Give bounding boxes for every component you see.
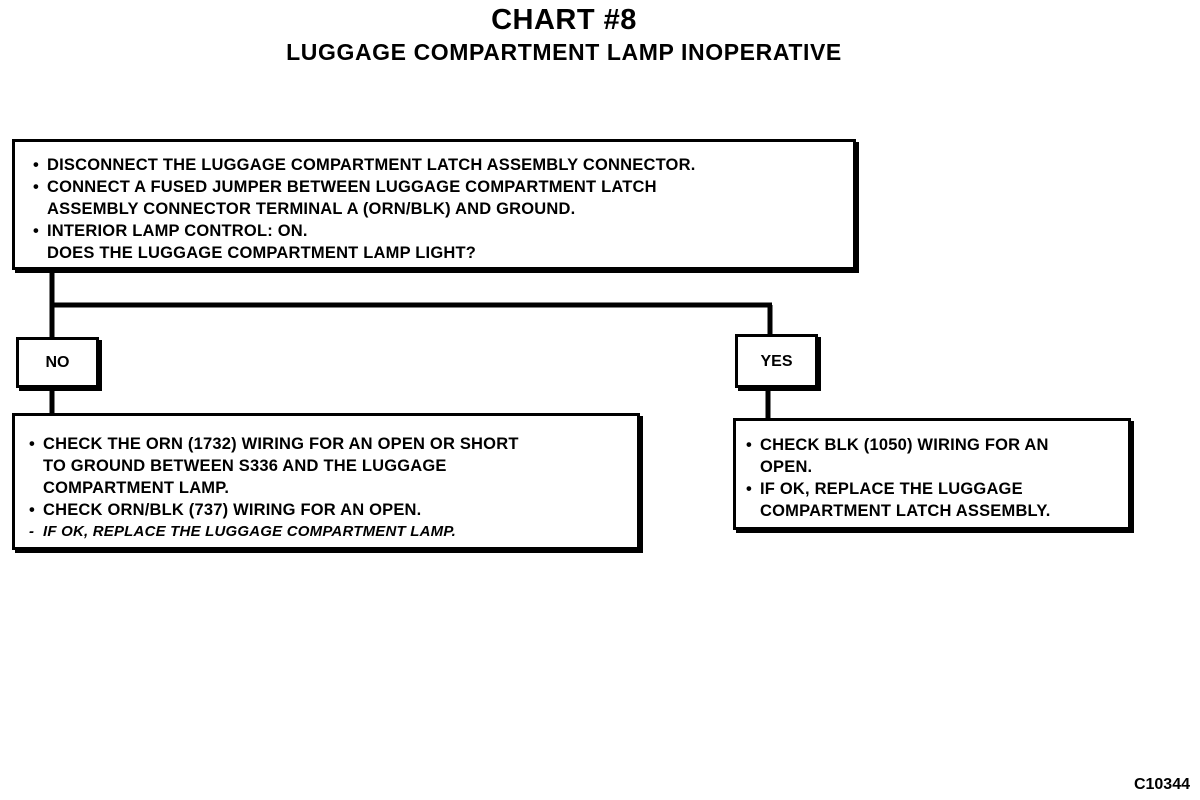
yes-action-box: •CHECK BLK (1050) WIRING FOR AN OPEN. •I… — [733, 418, 1131, 530]
no-action-item: -IF OK, REPLACE THE LUGGAGE COMPARTMENT … — [29, 523, 456, 540]
no-action-item: TO GROUND BETWEEN S336 AND THE LUGGAGE — [43, 457, 447, 475]
start-step-item: •CONNECT A FUSED JUMPER BETWEEN LUGGAGE … — [33, 178, 657, 196]
start-step-item: •INTERIOR LAMP CONTROL: ON. — [33, 222, 308, 240]
start-step-list: •DISCONNECT THE LUGGAGE COMPARTMENT LATC… — [33, 154, 853, 264]
start-step-item: •DISCONNECT THE LUGGAGE COMPARTMENT LATC… — [33, 156, 696, 174]
figure-id: C10344 — [1133, 776, 1190, 793]
start-step-item: ASSEMBLY CONNECTOR TERMINAL A (ORN/BLK) … — [47, 200, 576, 218]
yes-action-item: OPEN. — [760, 458, 813, 476]
chart-title: CHART #8 — [491, 4, 637, 36]
yes-branch-label: YES — [735, 334, 818, 388]
no-action-item: •CHECK THE ORN (1732) WIRING FOR AN OPEN… — [29, 435, 519, 453]
no-action-box: •CHECK THE ORN (1732) WIRING FOR AN OPEN… — [12, 413, 640, 550]
yes-action-list: •CHECK BLK (1050) WIRING FOR AN OPEN. •I… — [746, 434, 1128, 522]
no-branch-label: NO — [16, 337, 99, 388]
yes-action-item: •IF OK, REPLACE THE LUGGAGE — [746, 480, 1023, 498]
yes-action-item: •CHECK BLK (1050) WIRING FOR AN — [746, 436, 1049, 454]
no-action-item: COMPARTMENT LAMP. — [43, 479, 230, 497]
no-action-item: •CHECK ORN/BLK (737) WIRING FOR AN OPEN. — [29, 501, 422, 519]
yes-action-item: COMPARTMENT LATCH ASSEMBLY. — [760, 502, 1051, 520]
chart-subtitle: LUGGAGE COMPARTMENT LAMP INOPERATIVE — [286, 39, 842, 65]
start-step-box: •DISCONNECT THE LUGGAGE COMPARTMENT LATC… — [12, 139, 856, 270]
start-step-question: DOES THE LUGGAGE COMPARTMENT LAMP LIGHT? — [47, 244, 477, 262]
no-action-list: •CHECK THE ORN (1732) WIRING FOR AN OPEN… — [29, 433, 637, 543]
